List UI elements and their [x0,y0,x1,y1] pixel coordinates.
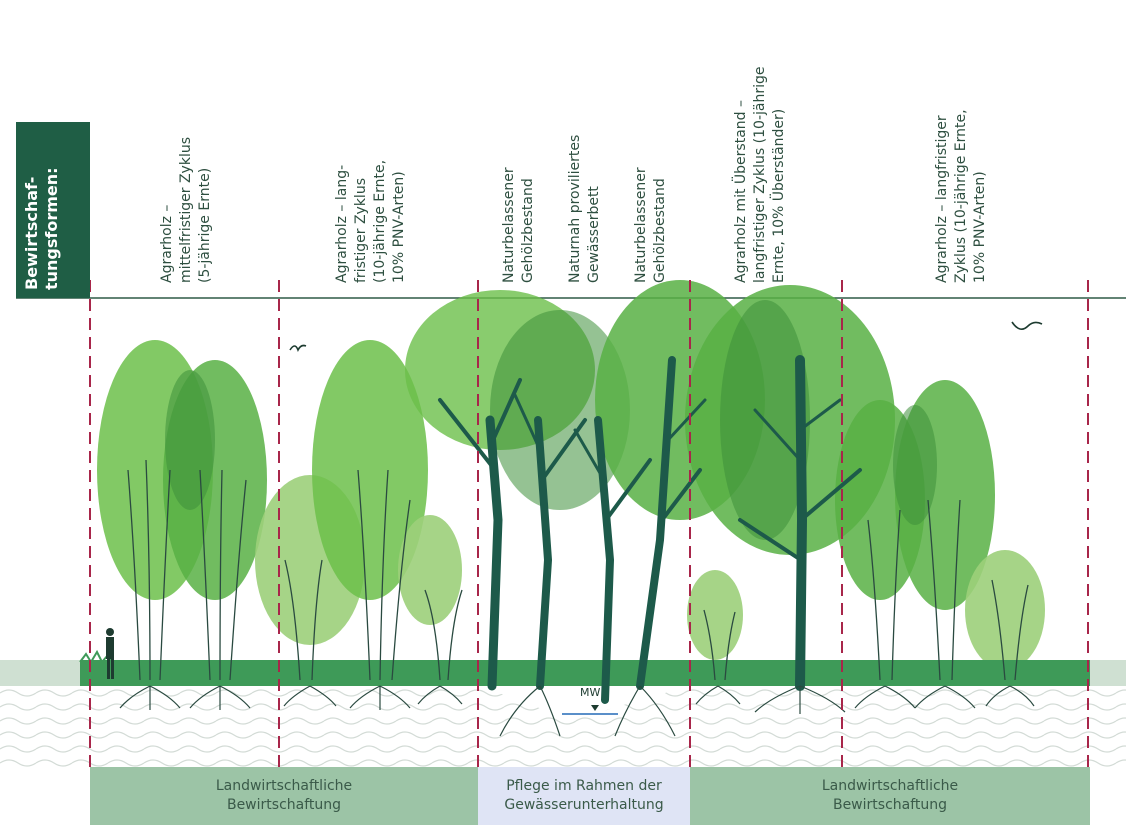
water-level-label: MW [580,686,600,699]
bird-icon [1012,322,1042,329]
column-label: Agrarholz – lang- fristiger Zyklus (10-j… [333,160,409,283]
band-label-water: Pflege im Rahmen der Gewässerunterhaltun… [478,767,690,825]
column-label: Naturbelassener Gehölzbestand [500,167,538,283]
column-label: Agrarholz mit Überstand – langfristiger … [732,67,789,284]
band-label-agri-left: Landwirtschaftliche Bewirtschaftung [90,767,478,825]
column-label: Naturbelassener Gehölzbestand [632,167,670,283]
foliage-right [835,380,1045,670]
column-label: Naturnah proviliertes Gewässerbett [566,135,604,283]
person-silhouette [106,628,114,679]
column-label: Agrarholz – langfristiger Zyklus (10-jäh… [933,109,990,283]
bird-icon [290,346,306,351]
header-label: Bewirtschaf- tungsformen: [22,120,62,290]
column-label: Agrarholz – mittelfristiger Zyklus (5-jä… [158,137,215,283]
band-label-agri-right: Landwirtschaftliche Bewirtschaftung [690,767,1090,825]
